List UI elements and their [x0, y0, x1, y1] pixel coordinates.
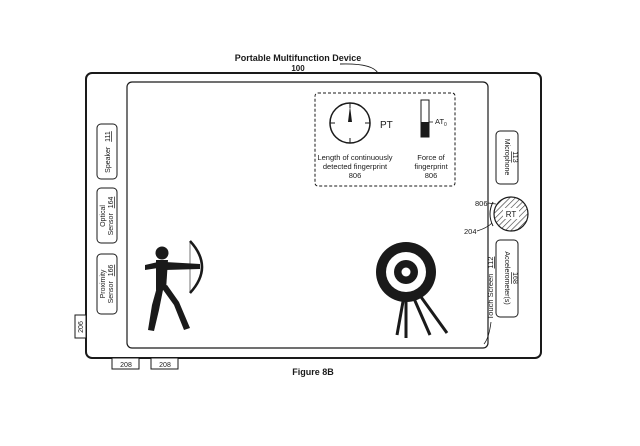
optical-label-line2: Sensor 164: [108, 196, 115, 235]
archer-icon: [145, 240, 204, 331]
speaker-sensor: [96, 123, 118, 180]
accelerometer-label: Accelerometer(s): [503, 251, 510, 304]
side-button-ref: 206: [78, 321, 85, 333]
button-ref-204-leader: [476, 222, 493, 232]
force-caption-ref: 806: [425, 171, 438, 180]
finger-contact-label-bg: [503, 208, 519, 219]
proximity-label-line1: Proximity: [100, 269, 107, 298]
indicator-panel: [314, 92, 456, 187]
side-button[interactable]: [74, 314, 87, 339]
home-button-arc: [489, 201, 494, 227]
accelerometer-ref: 168: [511, 272, 518, 284]
timer-dial-icon: [329, 102, 371, 144]
proximity-label-line2: Sensor 166: [108, 264, 115, 303]
microphone-label: Microphone: [503, 139, 510, 176]
microphone-ref: 113: [511, 151, 518, 162]
device-ref: 100: [291, 64, 305, 73]
optical-label-line1: Optical: [100, 205, 107, 227]
accelerometer-sensor: [495, 239, 519, 318]
bottom-button-1[interactable]: [111, 357, 140, 370]
optical-sensor: [96, 187, 118, 244]
timer-caption-line2: detected fingerprint: [323, 162, 388, 171]
proximity-sensor: [96, 253, 118, 315]
device-title: Portable Multifunction Device: [235, 53, 362, 63]
finger-contact-label: RT: [506, 210, 517, 219]
force-gauge-icon: [420, 99, 433, 138]
force-threshold-label: AT0: [435, 117, 447, 128]
target-icon: [376, 242, 449, 338]
timer-label: PT: [380, 120, 393, 131]
contact-ref-806: 806: [475, 199, 488, 208]
bottom-button-1-ref: 208: [120, 362, 132, 369]
touch-screen-label: Touch Screen 112: [486, 257, 495, 320]
timer-caption-line1: Length of continuously: [317, 153, 392, 162]
speaker-label: Speaker 111: [105, 131, 112, 173]
force-caption-line2: fingerprint: [414, 162, 448, 171]
microphone-sensor: [495, 130, 519, 185]
timer-caption-ref: 806: [349, 171, 362, 180]
touch-screen-leader-line: [483, 321, 492, 345]
figure-caption: Figure 8B: [292, 367, 334, 377]
bottom-button-2[interactable]: [150, 357, 179, 370]
device-leader-line: [339, 63, 379, 74]
force-caption-line1: Force of: [417, 153, 445, 162]
button-ref-204: 204: [464, 227, 477, 236]
bottom-button-2-ref: 208: [159, 362, 171, 369]
